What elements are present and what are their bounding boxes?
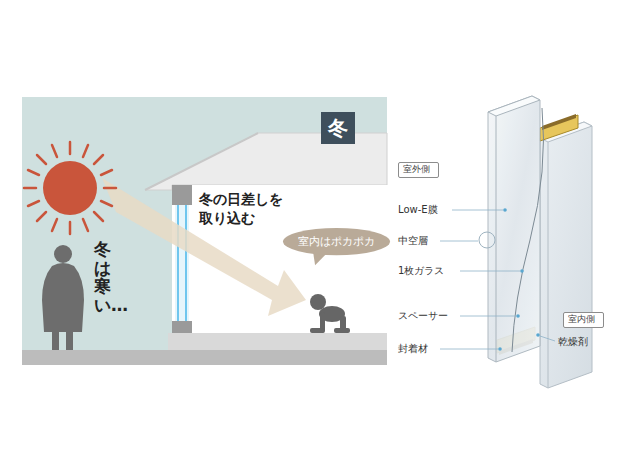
text: 室外側 [403,165,430,175]
window-glass [175,205,189,321]
part-label: 1枚ガラス [398,265,444,276]
text: 室内はポカポカ [298,235,375,248]
leader-lines [440,208,555,351]
part-label: スペーサー [398,310,448,321]
side-tag: 室内側 [563,312,604,328]
vertical-text: 冬は寒い… [94,240,111,315]
season-badge: 冬 [321,112,355,144]
text: 室内側 [568,315,595,325]
pillar-bottom [172,321,192,333]
sun [24,142,116,234]
person-silhouette [42,245,84,350]
text: 冬 [328,118,348,138]
side-tag: 室外側 [398,162,439,178]
part-label: Low-E膜 [398,204,438,215]
floor [168,333,387,350]
caption-text: 冬の日差しを 取り込む [199,190,299,228]
roof-edge [145,133,258,190]
part-label: 中空層 [398,235,428,246]
window-line [177,205,179,321]
window-line [185,205,187,321]
part-label: 封着材 [398,343,428,354]
pillar-top [172,185,192,205]
speech-bubble: 室内はポカポカ [283,228,390,255]
part-label: 乾燥剤 [558,336,588,347]
baby-silhouette [310,294,350,333]
glass-unit [479,96,592,388]
ground [22,350,387,365]
sun-beam [102,178,306,316]
